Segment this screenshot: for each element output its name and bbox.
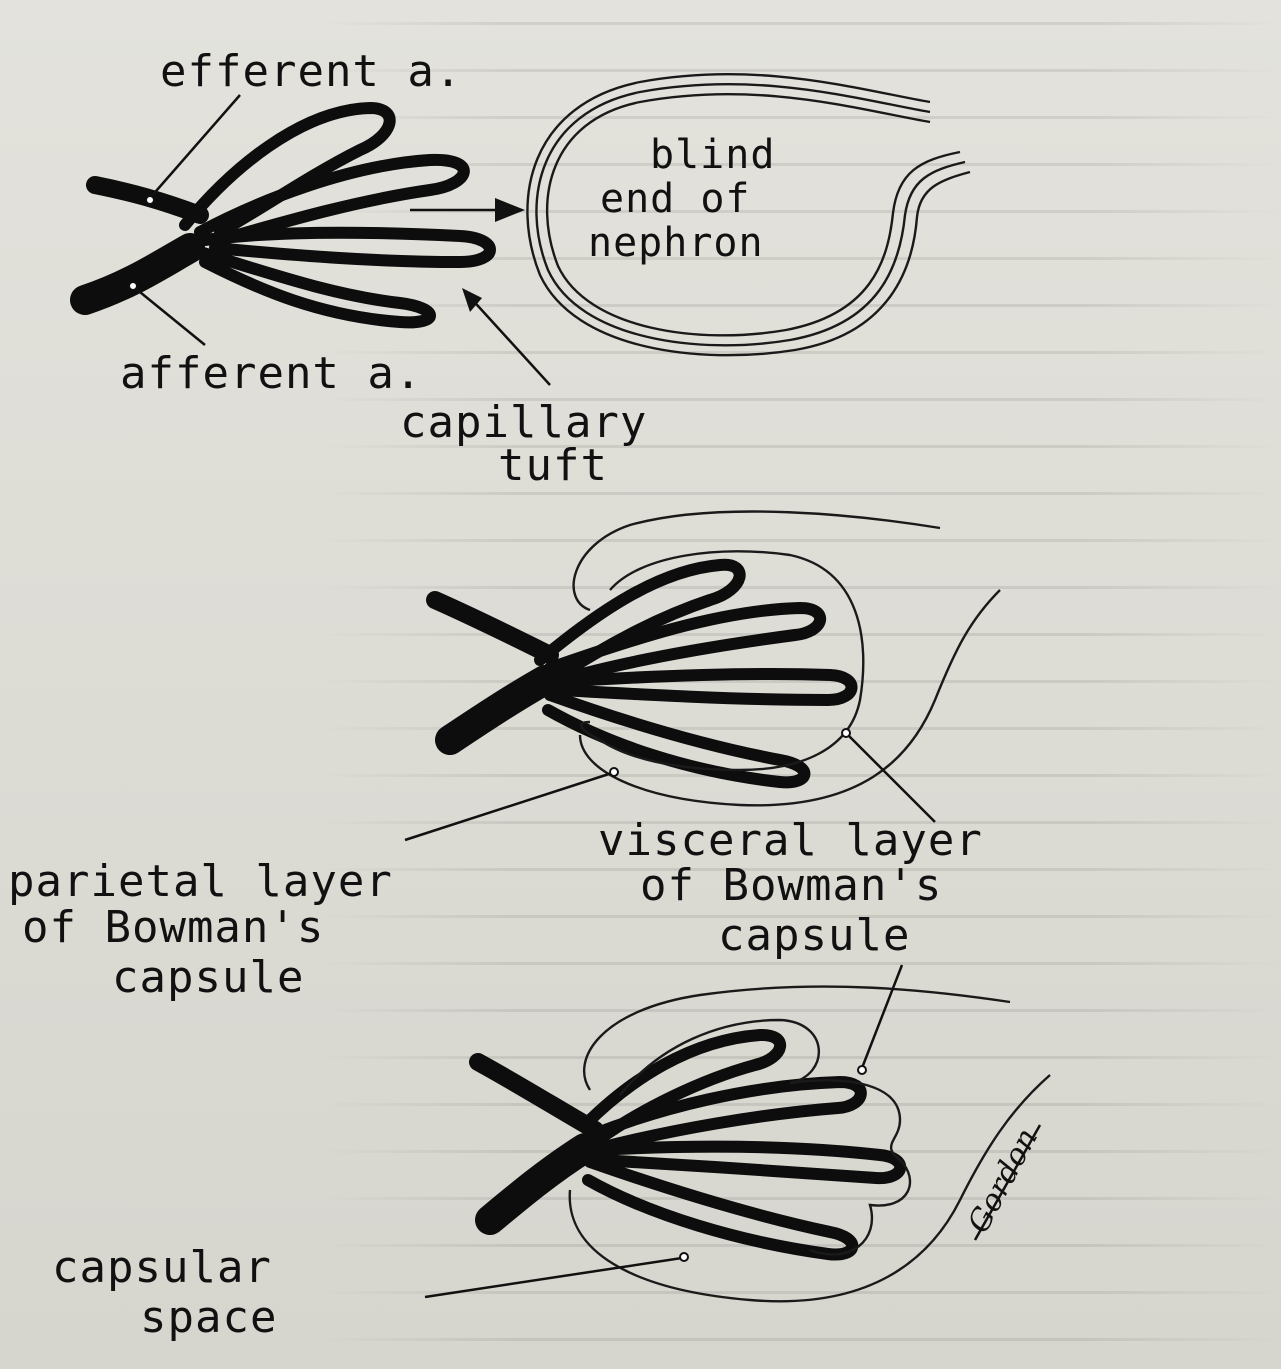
label-capsular-2: space <box>140 1292 277 1343</box>
label-visceral-2: of Bowman's <box>640 860 942 911</box>
label-blind-3: nephron <box>588 220 764 266</box>
label-parietal-3: capsule <box>112 952 304 1003</box>
stage-1-capillary-tuft <box>85 74 970 385</box>
capillary-loop <box>555 674 852 700</box>
visceral-leader <box>848 735 935 822</box>
parietal-leader <box>405 773 612 840</box>
label-parietal-2: of Bowman's <box>22 902 324 953</box>
label-efferent: efferent a. <box>160 46 462 97</box>
label-afferent: afferent a. <box>120 348 422 399</box>
label-parietal-1: parietal layer <box>8 856 393 907</box>
label-visceral-1: visceral layer <box>598 815 983 866</box>
capillary-leader <box>468 295 550 385</box>
efferent-arteriole <box>478 1062 595 1130</box>
label-capsular-1: capsular <box>52 1242 272 1293</box>
capillary-loop <box>205 233 490 262</box>
afferent-arteriole <box>85 248 190 300</box>
label-capillary-2: tuft <box>498 440 608 491</box>
afferent-arteriole <box>450 680 545 740</box>
label-visceral-3: capsule <box>718 910 910 961</box>
arrow-head <box>495 198 525 222</box>
stage-2-invagination <box>405 512 1000 840</box>
label-blind-2: end of <box>600 176 751 222</box>
capillary-loop <box>597 1147 900 1178</box>
efferent-arteriole <box>435 600 550 655</box>
afferent-leader <box>135 288 205 345</box>
label-blind-1: blind <box>650 132 775 178</box>
stage-3-bowmans-capsule: Gordon <box>425 965 1050 1301</box>
visceral-leader-3 <box>862 965 902 1068</box>
